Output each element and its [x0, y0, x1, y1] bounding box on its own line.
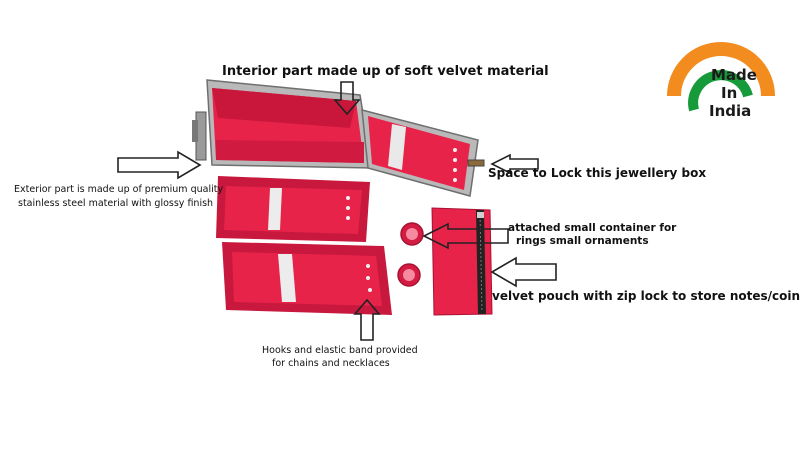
arrow-lock [490, 153, 539, 175]
callout-arrows [117, 81, 557, 341]
container-callout-line2: rings small ornaments [516, 235, 649, 247]
jewellery-box-lid [361, 109, 485, 197]
exterior-callout-line2: stainless steel material with glossy fin… [18, 198, 214, 209]
arrow-exterior [117, 150, 202, 180]
interior-callout: Interior part made up of soft velvet mat… [222, 64, 549, 79]
hooks-callout-line1: Hooks and elastic band provided [262, 345, 418, 356]
arrow-hooks [353, 298, 381, 341]
arrow-interior [333, 81, 361, 116]
exterior-callout-line1: Exterior part is made up of premium qual… [14, 184, 224, 195]
logo-in-text: In [721, 84, 738, 102]
velvet-pouch [431, 207, 493, 316]
logo-made-text: Made [711, 66, 757, 84]
lock-callout: Space to Lock this jewellery box [488, 166, 707, 180]
made-in-india-logo [667, 42, 775, 112]
logo-india-text: India [709, 102, 752, 120]
arrow-container [422, 222, 509, 250]
pouch-callout: velvet pouch with zip lock to store note… [492, 289, 800, 303]
jewellery-box-main [192, 79, 373, 169]
container-callout-line1: attached small container for [508, 222, 677, 234]
arrow-pouch [490, 256, 557, 288]
jewellery-tray-1 [216, 176, 370, 242]
jewellery-tray-2 [222, 242, 392, 315]
hooks-callout-line2: for chains and necklaces [272, 358, 390, 369]
small-round-containers [397, 222, 424, 287]
